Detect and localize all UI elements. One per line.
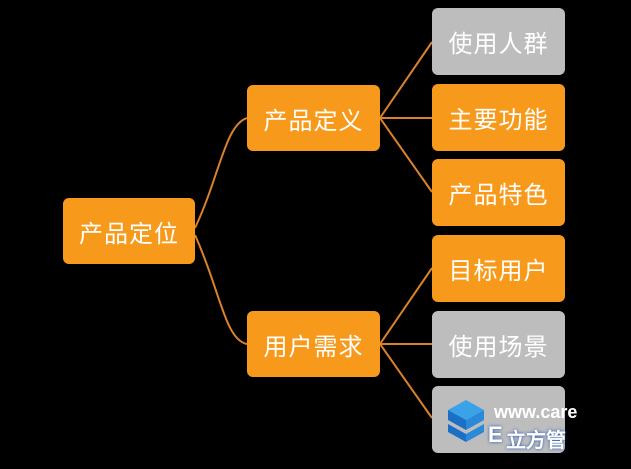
watermark-name: 立方管	[506, 428, 566, 452]
branch-node-1: 产品定义	[247, 85, 380, 151]
leaf-node-4: 目标用户	[432, 235, 565, 302]
leaf-node-3: 产品特色	[432, 159, 565, 226]
watermark-letter: E	[488, 422, 503, 447]
leaf-node-2-label: 主要功能	[448, 106, 549, 134]
leaf-node-2: 主要功能	[432, 84, 565, 151]
leaf-node-4-label: 目标用户	[448, 257, 549, 285]
watermark-url: www.care	[494, 402, 578, 422]
connector-branch-1-to-leaf-1	[379, 41, 433, 119]
branch-node-2-label: 用户需求	[263, 332, 364, 361]
leaf-node-5: 使用场景	[432, 311, 565, 378]
leaf-node-3-label: 产品特色	[448, 181, 549, 209]
root-node-label: 产品定位	[79, 219, 179, 248]
connector-branch-2-to-leaf-6	[379, 343, 433, 419]
connector-root-to-branch-1	[194, 117, 248, 229]
watermark: www.care E 立方管	[444, 396, 631, 469]
leaf-node-1-label: 使用人群	[448, 30, 549, 58]
leaf-node-5-label: 使用场景	[448, 333, 549, 361]
watermark-logo-icon	[448, 400, 484, 442]
branch-node-2: 用户需求	[247, 311, 380, 377]
branch-node-1-label: 产品定义	[263, 106, 364, 135]
root-node: 产品定位	[63, 198, 195, 264]
connector-branch-2-to-leaf-4	[379, 267, 433, 345]
leaf-node-1: 使用人群	[432, 8, 565, 75]
connector-branch-1-to-leaf-3	[379, 117, 433, 193]
connector-root-to-branch-2	[194, 234, 248, 345]
